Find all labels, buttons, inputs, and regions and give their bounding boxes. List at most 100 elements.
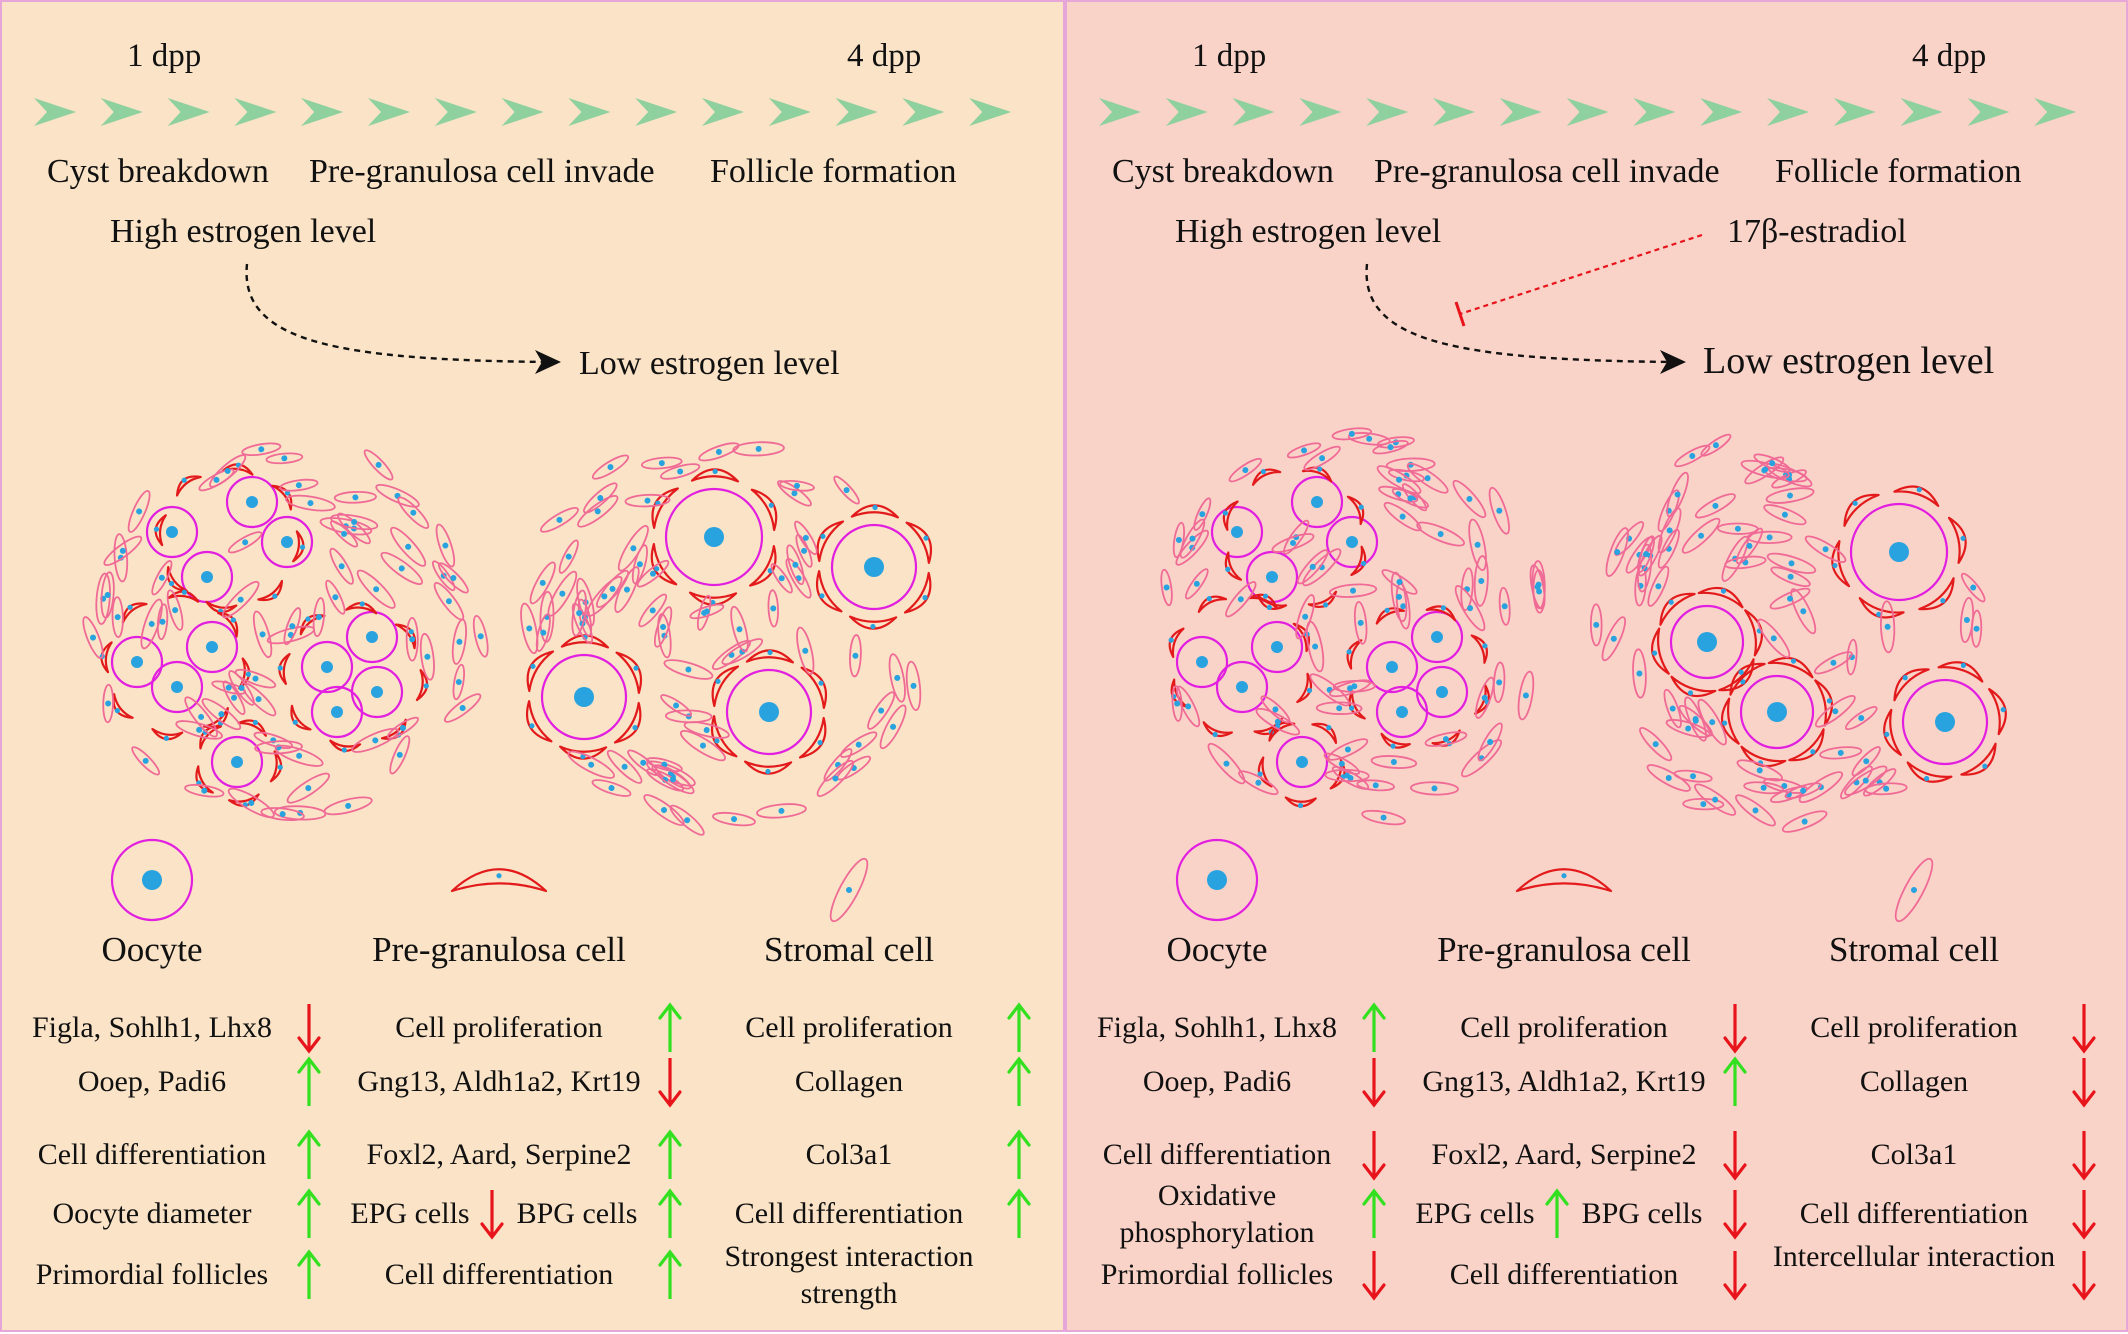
stromal-cell — [651, 764, 695, 795]
stromal-cell — [325, 579, 346, 615]
time-end-label: 4 dpp — [1912, 38, 1987, 74]
oocyte-cell — [260, 515, 314, 569]
pregranulosa-cell — [345, 601, 378, 615]
stromal-cell — [227, 531, 263, 554]
stromal-cell — [1959, 596, 1974, 644]
stromal-cell — [1356, 779, 1396, 792]
oocyte-cell — [664, 487, 764, 587]
chevron-icon — [1433, 98, 1475, 126]
illustration-layer — [1099, 98, 2077, 923]
stromal-cell — [1260, 695, 1291, 724]
timeline-chevrons — [1099, 98, 2077, 126]
time-start-label: 1 dpp — [1192, 38, 1267, 74]
stromal-cell — [380, 551, 423, 585]
oocyte-cell — [310, 685, 364, 739]
marker-label: Strongest interaction strength — [724, 1240, 974, 1310]
dashed-arrow-curve — [1365, 263, 1675, 364]
pregranulosa-cell — [1650, 627, 1670, 675]
arrow-down-icon — [1723, 1004, 1747, 1054]
stromal-cell — [1309, 673, 1350, 707]
oocyte-cell — [1245, 550, 1299, 604]
stromal-cell — [405, 616, 419, 662]
stromal-cell — [777, 480, 812, 507]
stromal-cell — [614, 566, 640, 613]
arrow-up-icon — [1362, 1188, 1386, 1238]
stromal-cell — [1454, 585, 1486, 632]
stromal-cell — [816, 759, 855, 797]
stromal-cell — [840, 731, 878, 758]
chevron-icon — [835, 98, 878, 126]
stromal-cell — [1225, 581, 1257, 618]
chevron-icon — [1499, 98, 1542, 126]
stromal-cell — [638, 593, 668, 628]
stromal-cell — [131, 746, 161, 776]
arrow-down-icon — [2072, 1058, 2096, 1108]
marker-label: Intercellular interaction — [1772, 1240, 2056, 1273]
arrow-down-icon — [2072, 1251, 2096, 1301]
arrow-up-icon — [1362, 1002, 1386, 1052]
stromal-cell — [1697, 698, 1727, 746]
pregranulosa-cell — [525, 700, 553, 743]
pregranulosa-cell — [151, 727, 184, 741]
stromal-cell — [1327, 738, 1369, 761]
stromal-cell — [1207, 742, 1246, 785]
stromal-cell — [252, 610, 273, 659]
stromal-cell — [596, 569, 629, 608]
pregranulosa-cell — [1659, 592, 1696, 626]
pregranulosa-cell — [1947, 516, 1967, 564]
stromal-cell — [646, 757, 683, 773]
pregranulosa-cell — [1767, 656, 1814, 679]
chevron-icon — [501, 98, 544, 126]
chevron-icon — [1767, 98, 1809, 126]
marker-label: Collagen — [1859, 1065, 1969, 1098]
low-estrogen-label: Low estrogen level — [1703, 340, 1995, 382]
pregranulosa-cell — [1670, 675, 1717, 698]
stromal-cell — [356, 569, 396, 609]
stromal-cell — [103, 535, 143, 566]
stromal-cell — [1372, 439, 1409, 455]
stromal-cell — [624, 493, 671, 508]
stromal-cell — [631, 544, 648, 585]
oocyte-cell — [1901, 678, 1989, 766]
oocyte-cell — [1669, 604, 1745, 680]
stromal-cell — [606, 749, 643, 784]
pregranulosa-cell — [153, 514, 167, 547]
stromal-cell — [1851, 746, 1881, 777]
stromal-cell — [1303, 445, 1341, 471]
stage-label-cyst-breakdown: Cyst breakdown — [47, 153, 269, 190]
chevron-icon — [1165, 98, 1208, 126]
marker-label: Cell differentiation — [734, 1197, 964, 1230]
arrow-up-icon — [1545, 1188, 1569, 1238]
stromal-cell — [283, 607, 302, 646]
arrow-down-icon — [297, 1004, 321, 1054]
pregranulosa-cell — [1350, 545, 1367, 577]
pregranulosa-cell — [237, 719, 267, 737]
arrow-down-icon — [1362, 1131, 1386, 1181]
marker-label: EPG cells — [350, 1197, 470, 1230]
marker-label: Primordial follicles — [35, 1258, 269, 1291]
stromal-cell — [201, 698, 242, 731]
stromal-cell — [265, 452, 304, 465]
marker-label: Ooep, Padi6 — [1142, 1065, 1292, 1098]
stromal-cell — [640, 456, 683, 470]
stromal-cell — [433, 582, 465, 621]
stromal-cell — [1474, 676, 1495, 719]
stromal-cell — [1646, 764, 1691, 792]
pregranulosa-cell — [1831, 540, 1851, 588]
legend-stromal-label: Stromal cell — [1828, 930, 2000, 969]
stromal-cell — [1605, 527, 1629, 577]
stromal-cell — [156, 603, 169, 641]
stromal-cell — [1757, 618, 1791, 659]
stromal-cell — [669, 804, 705, 836]
pregranulosa-cell — [99, 641, 113, 674]
pregranulosa-cell — [800, 666, 828, 709]
stromal-cell — [1160, 568, 1173, 607]
cell-legend-icons — [1175, 838, 1934, 923]
marker-label: BPG cells — [1581, 1197, 1703, 1230]
pregranulosa-cell — [1788, 728, 1825, 762]
stromal-cell — [1468, 518, 1487, 572]
pregranulosa-cell — [292, 530, 306, 563]
stromal-cell — [260, 807, 305, 822]
oocyte-cell — [350, 665, 404, 719]
stromal-cell — [1735, 527, 1764, 565]
